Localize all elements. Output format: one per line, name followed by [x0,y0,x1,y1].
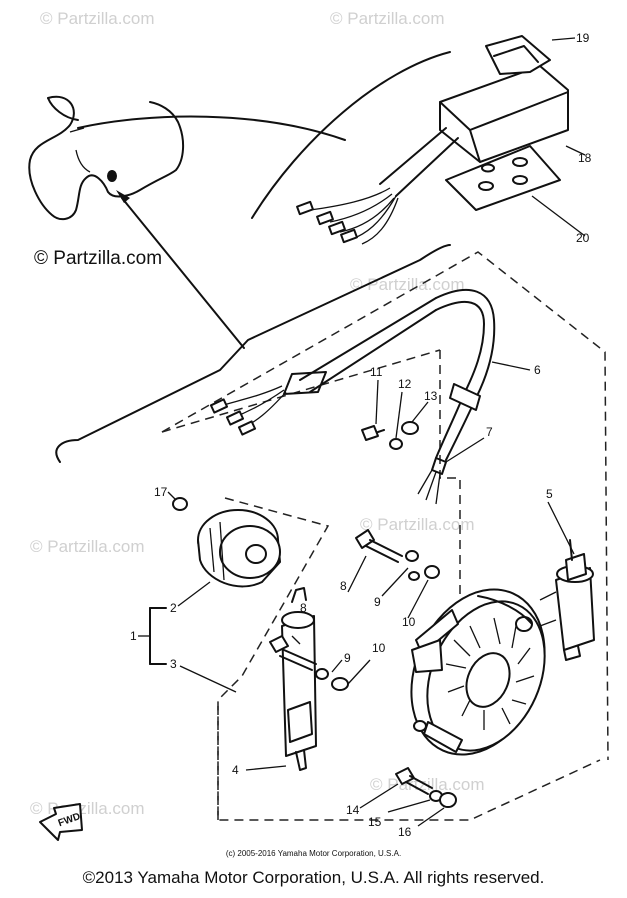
label-part-11: 11 [370,365,383,379]
assembly-bracket [138,581,237,693]
fwd-arrow: FWD [39,803,83,841]
label-part-1: 1 [130,629,137,643]
wire-harness [209,289,531,505]
copyright-small: (c) 2005-2016 Yamaha Motor Corporation, … [225,849,402,858]
watermark: © Partzilla.com [40,9,155,28]
section-outlines [55,51,609,821]
label-part-19: 19 [576,31,590,45]
stator-assembly [410,588,546,756]
watermark: © Partzilla.com [330,9,445,28]
copyright-main: ©2013 Yamaha Motor Corporation, U.S.A. A… [82,868,545,887]
label-part-4: 4 [232,763,239,777]
hardware-screws [361,379,429,450]
condenser [245,587,317,771]
label-part-6: 6 [534,363,541,377]
label-part-9a: 9 [374,595,381,609]
label-part-18: 18 [578,151,592,165]
label-part-15: 15 [368,815,382,829]
label-part-13: 13 [424,389,438,403]
label-part-9b: 9 [344,651,351,665]
label-part-16: 16 [398,825,412,839]
bolts-washers [269,529,457,827]
watermark: © Partzilla.com [30,537,145,556]
label-part-3: 3 [170,657,177,671]
watermark: © Partzilla.com [30,799,145,818]
label-part-2: 2 [170,601,177,615]
label-part-20: 20 [576,231,590,245]
site-watermark: © Partzilla.com [34,248,163,269]
label-part-12: 12 [398,377,412,391]
part-labels: 1 2 3 4 5 6 7 8 8 9 9 10 10 11 12 13 14 … [130,31,592,839]
label-part-5: 5 [546,487,553,501]
cdi-unit [296,35,586,245]
ignition-coil [539,501,595,661]
flywheel-rotor [167,491,281,588]
label-part-8a: 8 [340,579,347,593]
label-part-10a: 10 [402,615,416,629]
watermark: © Partzilla.com [360,515,475,534]
label-part-8b: 8 [300,601,307,615]
label-part-17: 17 [154,485,168,499]
frame-sketch [28,95,346,349]
label-part-14: 14 [346,803,360,817]
label-part-10b: 10 [372,641,386,655]
label-part-7: 7 [486,425,493,439]
